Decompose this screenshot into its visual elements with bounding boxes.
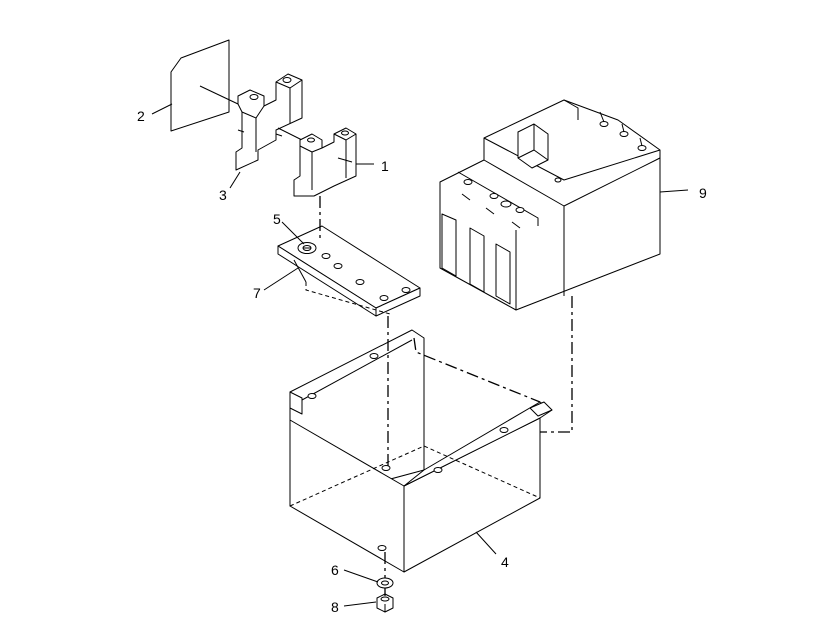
callout-2: 2 <box>137 108 145 124</box>
callout-4: 4 <box>501 554 509 570</box>
part-1-terminal-block <box>293 127 357 197</box>
part-4-mounting-bracket <box>289 329 553 573</box>
callout-6: 6 <box>331 562 339 578</box>
callout-5: 5 <box>273 211 281 227</box>
assembly-centerlines <box>319 196 573 596</box>
part-3-terminal-block <box>235 73 307 171</box>
callout-8: 8 <box>331 599 339 615</box>
callout-7: 7 <box>253 285 261 301</box>
leader-lines <box>151 103 689 607</box>
callout-9: 9 <box>699 185 707 201</box>
part-5-screw <box>297 242 317 254</box>
callout-labels: 1 2 3 4 5 6 7 8 9 <box>137 108 707 615</box>
callout-1: 1 <box>381 158 389 174</box>
part-6-washer <box>376 577 394 589</box>
part-2-end-plate <box>170 39 239 132</box>
part-9-circuit-breaker <box>439 99 661 311</box>
part-8-nut <box>376 593 394 613</box>
callout-3: 3 <box>219 187 227 203</box>
